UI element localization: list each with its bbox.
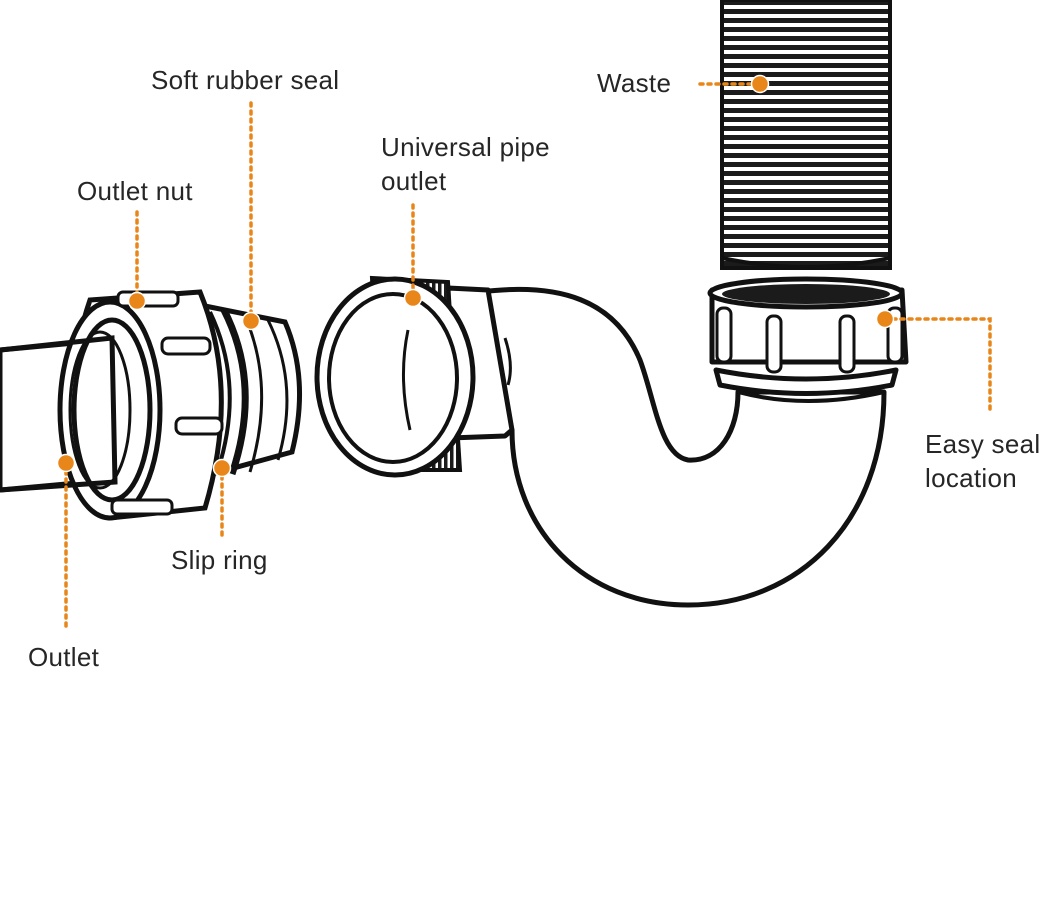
p-trap-body xyxy=(445,276,909,608)
waste-pipe xyxy=(720,0,892,270)
universal-pipe-outlet-dot xyxy=(403,288,423,308)
outlet-pipe xyxy=(0,289,303,521)
universal-pipe-outlet xyxy=(314,275,476,478)
label-slip-ring: Slip ring xyxy=(171,545,268,575)
easy-seal-location-dot xyxy=(875,309,895,329)
label-outlet: Outlet xyxy=(28,642,100,672)
outlet-dot xyxy=(56,453,76,473)
annotation-dots xyxy=(56,74,895,478)
label-universal-pipe-outlet-line1: Universal pipe xyxy=(381,132,550,162)
annotation-leaders xyxy=(64,82,992,632)
outlet-nut-dot xyxy=(127,291,147,311)
soft-rubber-seal-dot xyxy=(241,311,261,331)
label-universal-pipe-outlet-line2: outlet xyxy=(381,166,447,196)
label-universal-pipe-outlet: Universal pipe outlet xyxy=(381,130,550,198)
label-waste: Waste xyxy=(597,68,672,98)
label-easy-seal-location: Easy seal location xyxy=(925,427,1040,495)
label-easy-seal-location-line2: location xyxy=(925,463,1018,493)
label-outlet-nut: Outlet nut xyxy=(77,176,193,206)
label-easy-seal-location-line1: Easy seal xyxy=(925,429,1041,459)
slip-ring-dot xyxy=(212,458,232,478)
label-soft-rubber-seal: Soft rubber seal xyxy=(151,65,340,95)
waste-dot xyxy=(750,74,770,94)
